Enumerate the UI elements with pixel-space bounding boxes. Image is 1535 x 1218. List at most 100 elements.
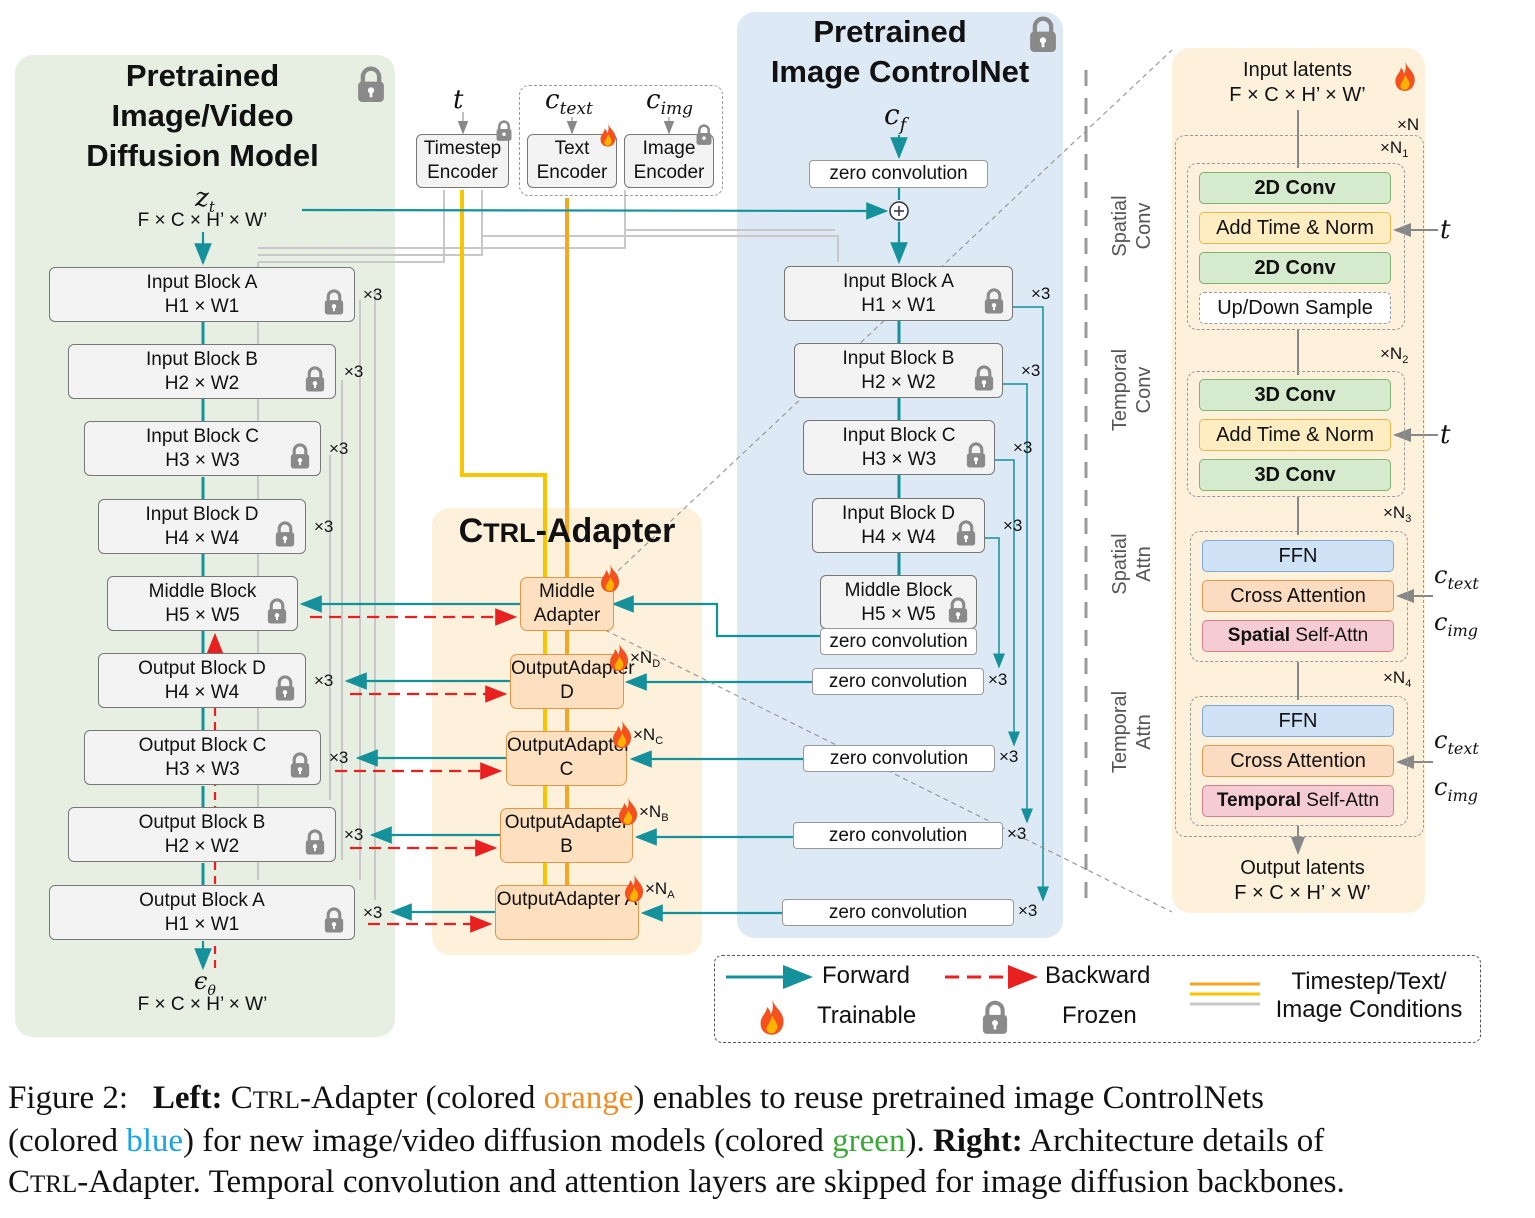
- block-name: Output Block A: [139, 890, 265, 911]
- block-name: Output Block D: [138, 658, 266, 679]
- add-time-norm-layer: Add Time & Norm: [1199, 212, 1391, 244]
- backbone-output-block-c: Output Block C H3 × W3: [84, 730, 321, 785]
- repeat-count: ×3: [988, 670, 1008, 689]
- block-size: H3 × W3: [165, 450, 240, 471]
- adapter-name: Output: [504, 812, 562, 833]
- repeat-count: ×3: [1007, 824, 1027, 843]
- ffn-layer: FFN: [1202, 705, 1394, 737]
- repeat-n-sub: A: [667, 889, 675, 901]
- lock-icon: [266, 598, 288, 624]
- block-name: Input Block A: [843, 271, 954, 292]
- repeat-count: ×3: [1018, 901, 1038, 920]
- t-symbol: t: [1440, 420, 1451, 450]
- fire-icon: [1392, 60, 1418, 97]
- t-symbol: t: [1440, 215, 1451, 245]
- adapter-title: CTRL-Adapter: [458, 512, 676, 550]
- temporal-attn-group: [1190, 696, 1408, 826]
- lock-icon: [356, 66, 386, 109]
- block-name: Input Block D: [842, 503, 955, 524]
- cimg-symbol: cimg: [646, 85, 694, 120]
- conv2d-layer: 2D Conv: [1199, 252, 1391, 284]
- lock-icon: [274, 521, 296, 547]
- block-size: H1 × W1: [164, 914, 240, 935]
- repeat-n-sub: C: [655, 735, 664, 747]
- add-time-norm-layer: Add Time & Norm: [1199, 419, 1391, 451]
- block-size: H5 × W5: [165, 605, 240, 626]
- lock-icon: [983, 288, 1005, 314]
- repeat-count: ×3: [1031, 284, 1051, 303]
- repeat-block: [1175, 135, 1424, 837]
- block-name: Output Block C: [138, 735, 267, 756]
- block-name: Middle Block: [844, 580, 953, 601]
- repeat-count: ×3: [314, 517, 334, 536]
- fire-icon: [598, 122, 618, 153]
- lock-icon: [274, 675, 296, 701]
- epsilon-dims: F × C × H’ × W’: [137, 994, 268, 1015]
- block-name: Input Block B: [146, 349, 258, 370]
- block-size: H3 × W3: [861, 449, 937, 470]
- n1-count: ×N1: [1380, 138, 1409, 160]
- cross-attention-layer: Cross Attention: [1202, 580, 1394, 612]
- diffusion-model-title: Pretrained Image/Video Diffusion Model: [86, 58, 319, 173]
- adapter-name: Output: [511, 658, 569, 679]
- lock-icon: [304, 366, 326, 392]
- figure-caption: Figure 2: Left: CTRL-Adapter (colored or…: [8, 1080, 1345, 1200]
- ctext-cimg-symbols: ctext cimg: [1434, 561, 1479, 640]
- repeat-count: ×3: [999, 747, 1019, 766]
- conv2d-layer: 2D Conv: [1199, 172, 1391, 204]
- fire-icon: [610, 719, 634, 749]
- fire-icon: [616, 796, 640, 826]
- zero-convolution-middle: zero convolution: [820, 628, 977, 655]
- adapter-repeat-count: ×NB: [639, 802, 669, 824]
- adapter-name: Adapter B: [560, 812, 629, 857]
- lock-icon: [323, 289, 345, 315]
- repeat-n: ×N: [630, 648, 653, 667]
- lock-icon: [695, 124, 713, 151]
- spatial-conv-group: [1187, 163, 1405, 330]
- n3-count: ×N3: [1383, 503, 1412, 525]
- backbone-output-block-a: Output Block A H1 × W1: [49, 885, 355, 940]
- lock-icon: [973, 365, 995, 391]
- block-size: H2 × W2: [164, 836, 240, 857]
- repeat-count: ×3: [329, 748, 349, 767]
- adapter-name: Adapter A: [553, 889, 638, 910]
- block-size: H3 × W3: [165, 759, 240, 780]
- zero-convolution: zero convolution: [793, 822, 1003, 849]
- block-size: H4 × W4: [164, 528, 240, 549]
- lock-icon: [947, 597, 969, 623]
- temporal-conv-group: [1187, 371, 1405, 497]
- zero-convolution: zero convolution: [812, 668, 984, 695]
- output-adapter-b: OutputAdapter B: [500, 808, 633, 863]
- lock-icon: [1028, 16, 1058, 59]
- cf-symbol: cf: [884, 98, 907, 136]
- repeat-count: ×3: [314, 671, 334, 690]
- repeat-count: ×3: [1021, 361, 1041, 380]
- zt-dims: F × C × H’ × W’: [137, 210, 268, 231]
- zt-label: zt: [195, 183, 215, 217]
- repeat-n-sub: D: [652, 658, 661, 670]
- adapter-name: Output: [496, 889, 554, 910]
- spatial-self-attn-layer: Spatial Self-Attn: [1202, 620, 1394, 652]
- block-name: Input Block C: [842, 425, 956, 446]
- n2-count: ×N2: [1380, 344, 1409, 366]
- output-adapter-c: OutputAdapter C: [506, 731, 631, 786]
- output-adapter-d: OutputAdapter D: [510, 654, 635, 709]
- block-size: H4 × W4: [861, 527, 936, 548]
- lock-icon: [955, 520, 977, 546]
- repeat-n: ×N: [645, 879, 668, 898]
- lock-icon: [304, 829, 326, 855]
- legend-forward: Forward: [822, 962, 911, 989]
- ctext-cimg-symbols: ctext cimg: [1434, 726, 1479, 805]
- block-size: H1 × W1: [164, 296, 240, 317]
- block-name: Input Block C: [146, 426, 259, 447]
